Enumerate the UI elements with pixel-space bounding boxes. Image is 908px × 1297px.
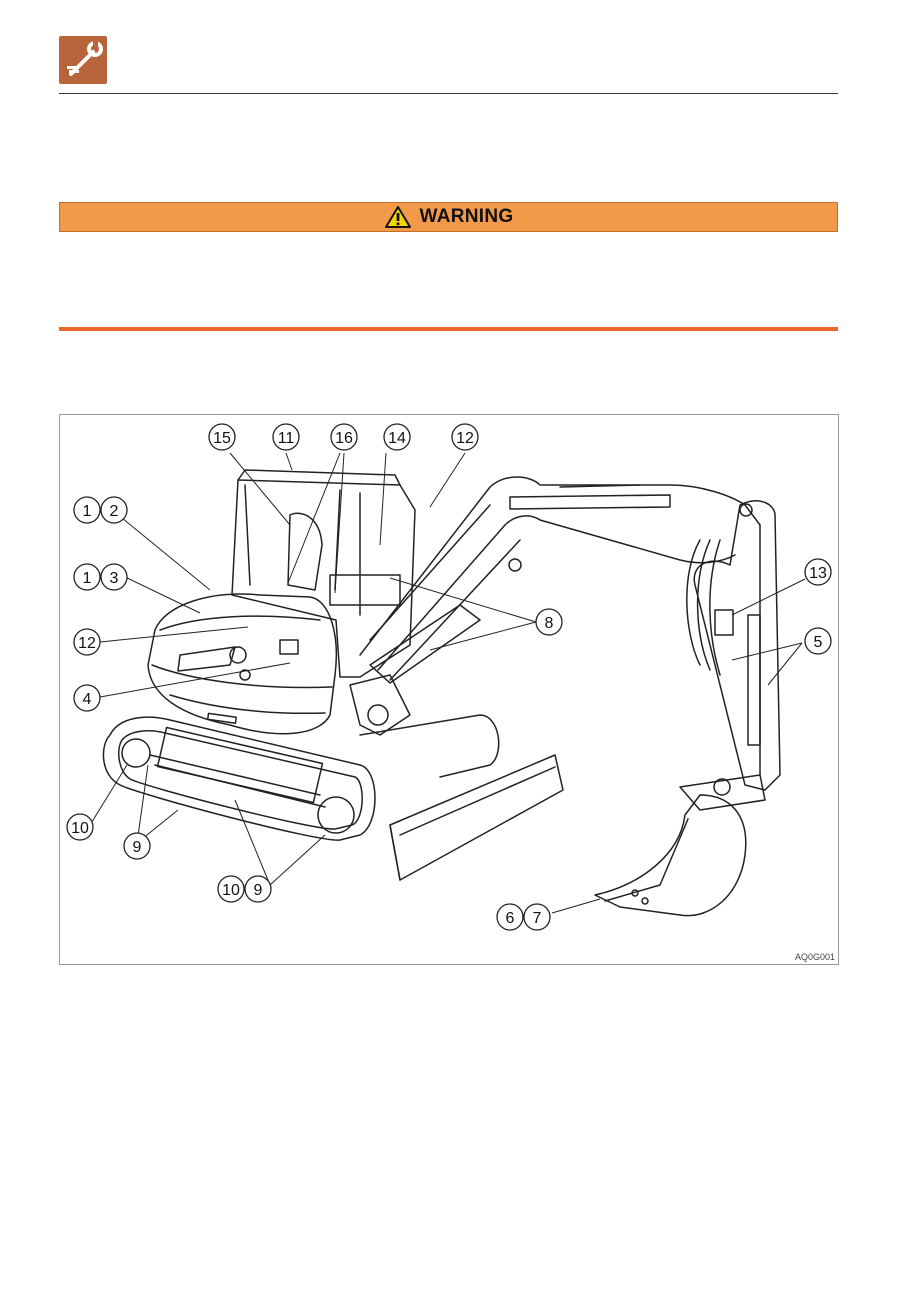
callout-label: 2 <box>110 503 119 520</box>
callout-label: 14 <box>388 430 406 447</box>
callout-label: 9 <box>133 839 142 856</box>
figure-code: AQ0G001 <box>794 952 835 962</box>
callout-label: 10 <box>222 882 240 899</box>
callout-label: 9 <box>254 882 263 899</box>
callout-label: 13 <box>809 565 827 582</box>
callout-label: 12 <box>78 635 96 652</box>
header-rule <box>59 93 838 94</box>
warning-triangle-icon <box>384 206 411 228</box>
callout-label: 3 <box>110 570 119 587</box>
callout-label: 4 <box>83 691 92 708</box>
callout-label: 1 <box>83 570 92 587</box>
warning-label: WARNING <box>419 206 514 227</box>
callout-label: 15 <box>213 430 231 447</box>
callout-label: 10 <box>71 820 89 837</box>
callout-label: 16 <box>335 430 353 447</box>
callout-label: 11 <box>278 430 295 447</box>
callout-label: 5 <box>814 634 823 651</box>
callout-label: 12 <box>456 430 474 447</box>
warning-banner: WARNING <box>59 202 838 232</box>
callout-label: 7 <box>533 910 542 927</box>
wrench-icon <box>59 36 107 84</box>
callout-label: 1 <box>83 503 92 520</box>
callout-label: 8 <box>545 615 554 632</box>
callout-label: 6 <box>506 910 515 927</box>
section-rule <box>59 327 838 331</box>
